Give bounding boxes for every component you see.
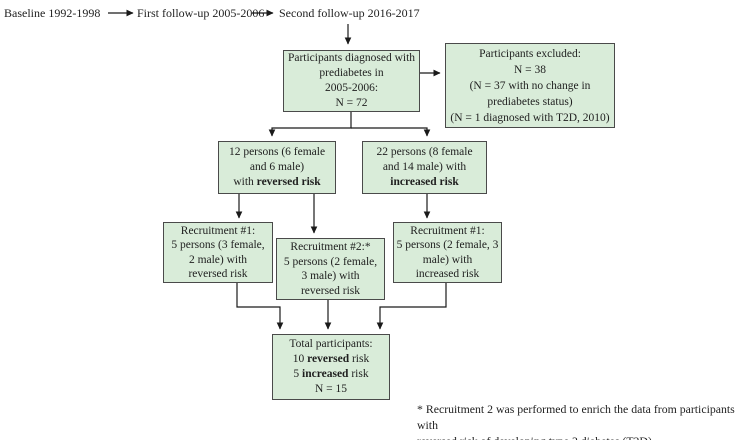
arrow-recruit1inc-to-total [376,283,447,330]
footnote: * Recruitment 2 was performed to enrich … [417,401,742,440]
box-line: N = 38 [513,63,547,76]
timeline-first-followup-label: First follow-up 2005-2006 [137,6,265,20]
box-line: 22 persons (8 female [376,146,473,158]
box-recruitment1-reversed: Recruitment #1: 5 persons (3 female, 2 m… [163,222,273,283]
box-line: prediabetes status) [487,95,573,108]
box-line: increased risk [390,176,459,188]
footnote-line: reversed risk of developing type 2 diabe… [417,433,742,440]
arrow-main-to-increased [351,127,431,137]
box-line: 5 persons (2 female, [283,255,378,268]
box-line: Recruitment #2:* [290,241,371,253]
box-participants-excluded: Participants excluded: N = 38 (N = 37 wi… [445,43,615,128]
box-line: N = 15 [314,383,348,395]
box-line: reversed risk [300,284,361,297]
box-line: 2 male) with [188,253,248,266]
timeline-second-followup-label: Second follow-up 2016-2017 [279,6,420,20]
box-line: and 14 male) with [382,161,467,173]
box-total-participants: Total participants: 10 reversed risk 5 i… [272,334,390,400]
box-line: increased risk [415,268,480,280]
box-line: Participants diagnosed with [287,52,416,64]
box-line: (N = 37 with no change in [469,79,591,92]
box-recruitment2-reversed: Recruitment #2:* 5 persons (2 female, 3 … [276,238,385,300]
box-line: 2005-2006: [324,82,379,94]
box-line: male) with [422,253,473,266]
box-line: prediabetes in [319,67,384,79]
box-line: Total participants: [289,338,373,350]
box-increased-risk-group: 22 persons (8 female and 14 male) with i… [362,141,487,194]
box-participants-diagnosed: Participants diagnosed with prediabetes … [283,50,420,112]
box-reversed-risk-group: 12 persons (6 female and 6 male) with re… [218,141,336,194]
box-line: reversed risk [188,268,248,280]
box-line: (N = 1 diagnosed with T2D, 2010) [450,111,610,124]
box-line: and 6 male) [249,161,305,173]
arrow-recruit1rev-to-total [236,283,284,330]
box-line: N = 72 [335,97,368,109]
box-line: 5 increased risk [293,368,369,380]
box-line: 12 persons (6 female [228,146,326,158]
box-recruitment1-increased: Recruitment #1: 5 persons (2 female, 3 m… [393,222,502,283]
box-line: 3 male) with [301,270,360,282]
box-line: 10 reversed risk [292,353,370,365]
box-line: Participants excluded: [479,47,581,60]
box-line: Recruitment #1: [410,224,485,237]
box-line: 5 persons (3 female, [171,239,265,251]
arrow-main-to-reversed [268,112,352,137]
timeline-baseline-label: Baseline 1992-1998 [4,6,101,20]
box-line: with reversed risk [233,176,321,188]
footnote-line: * Recruitment 2 was performed to enrich … [417,402,735,432]
box-line: Recruitment #1: [180,224,256,237]
box-line: 5 persons (2 female, 3 [396,239,499,251]
